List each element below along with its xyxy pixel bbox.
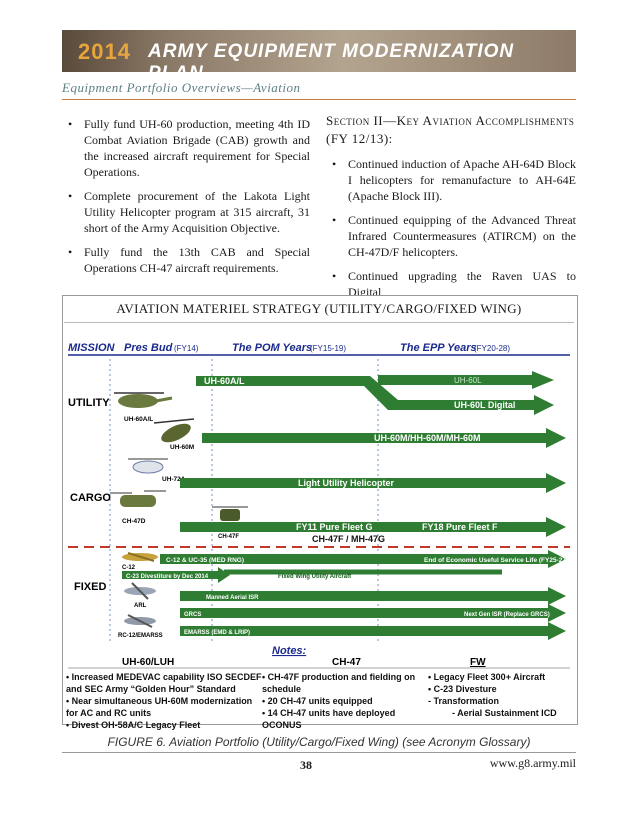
notes-col3-head: FW bbox=[470, 657, 486, 668]
c12-caption: C-12 bbox=[122, 565, 136, 571]
header-year: 2014 bbox=[78, 39, 131, 65]
arrow-uh60al-label: UH-60A/L bbox=[204, 376, 245, 386]
strategy-diagram: MISSION Pres Bud (FY14) The POM Years (F… bbox=[62, 295, 576, 723]
aircraft-arl-icon bbox=[124, 583, 156, 599]
arrow-grcs-label: GRCS bbox=[184, 612, 201, 618]
aircraft-c12-icon bbox=[122, 553, 158, 561]
notes-col1: • Increased MEDEVAC capability ISO SECDE… bbox=[66, 671, 262, 731]
arrow-uh60l-label: UH-60L bbox=[454, 376, 482, 385]
arrow-misr-label: Manned Aerial ISR bbox=[206, 595, 259, 601]
list-item: •Fully fund the 13th CAB and Special Ope… bbox=[62, 244, 310, 276]
page-number: 38 bbox=[300, 758, 312, 773]
list-item: •Continued induction of Apache AH-64D Bl… bbox=[326, 156, 576, 204]
arrow-nextgen-label: Next Gen ISR (Replace GRCS) bbox=[464, 612, 550, 618]
epp-label: The EPP Years bbox=[400, 342, 477, 354]
helicopter-ch47d-icon bbox=[110, 491, 166, 507]
epp-fy: (FY20-28) bbox=[474, 344, 510, 353]
notes-col2: • CH-47F production and fielding on sche… bbox=[262, 671, 415, 731]
pres-bud-fy: (FY14) bbox=[174, 344, 199, 353]
list-item: •Complete procurement of the Lakota Ligh… bbox=[62, 188, 310, 236]
arrow-c23-label: C-23 Divestiture by Dec 2014 bbox=[126, 574, 209, 580]
ch47f-caption: CH-47F bbox=[218, 534, 239, 540]
ch47d-caption: CH-47D bbox=[122, 518, 146, 525]
row-utility: UTILITY bbox=[68, 397, 110, 409]
figure-caption: FIGURE 6. Aviation Portfolio (Utility/Ca… bbox=[62, 735, 576, 749]
aircraft-rc12-icon bbox=[124, 615, 156, 627]
list-item: •Continued equipping of the Advanced Thr… bbox=[326, 212, 576, 260]
arrow-ch47fg-label: CH-47F / MH-47G bbox=[312, 534, 385, 544]
arrow-fy18-label: FY18 Pure Fleet F bbox=[422, 522, 498, 532]
arrow-luh-label: Light Utility Helicopter bbox=[298, 478, 395, 488]
notes-label: Notes: bbox=[272, 645, 307, 657]
pres-bud-label: Pres Bud bbox=[124, 342, 173, 354]
header-title: ARMY EQUIPMENT MODERNIZATION PLAN bbox=[148, 41, 576, 72]
pom-label: The POM Years bbox=[232, 342, 312, 354]
mission-label: MISSION bbox=[68, 342, 116, 354]
notes-col1-head: UH-60/LUH bbox=[122, 657, 174, 668]
helicopter-uh72a-icon bbox=[128, 459, 168, 473]
rc12-caption: RC-12/EMARSS bbox=[118, 633, 163, 639]
header-rule bbox=[62, 99, 576, 100]
row-fixed: FIXED bbox=[74, 581, 106, 593]
row-cargo: CARGO bbox=[70, 492, 111, 504]
helicopter-uh60m-icon bbox=[154, 419, 194, 446]
pom-fy: (FY15-19) bbox=[310, 344, 346, 353]
list-item: •Fully fund UH-60 production, meeting 4t… bbox=[62, 116, 310, 180]
left-column: •Fully fund UH-60 production, meeting 4t… bbox=[62, 116, 310, 284]
notes-col3: • Legacy Fleet 300+ Aircraft • C-23 Dive… bbox=[428, 671, 557, 719]
arrow-uh60l-digital-label: UH-60L Digital bbox=[454, 400, 515, 410]
section-subtitle: Equipment Portfolio Overviews—Aviation bbox=[62, 80, 301, 96]
arrow-fwua-label: Fixed Wing Utility Aircraft bbox=[278, 574, 351, 580]
arrow-emarss-label: EMARSS (EMD & LRIP) bbox=[184, 630, 250, 636]
footer-link[interactable]: www.g8.army.mil bbox=[490, 756, 576, 771]
arrow-eul-label: End of Economic Useful Service Life (FY2… bbox=[424, 557, 568, 564]
uh60m-caption: UH-60M bbox=[170, 444, 194, 451]
helicopter-uh60al-icon bbox=[114, 393, 172, 408]
arrow-c12-label: C-12 & UC-35 (MED RNG) bbox=[166, 557, 244, 564]
arrow-fy11-label: FY11 Pure Fleet G bbox=[296, 522, 373, 532]
section-heading: Section II—Key Aviation Accomplishments … bbox=[326, 112, 576, 148]
notes-col2-head: CH-47 bbox=[332, 657, 361, 668]
uh60al-caption: UH-60A/L bbox=[124, 416, 153, 423]
header-banner: 2014 ARMY EQUIPMENT MODERNIZATION PLAN bbox=[62, 30, 576, 72]
right-column: Section II—Key Aviation Accomplishments … bbox=[326, 112, 576, 308]
arl-caption: ARL bbox=[134, 603, 147, 609]
helicopter-ch47f-icon bbox=[212, 507, 248, 521]
footer-rule bbox=[62, 752, 576, 753]
arrow-uh60m-label: UH-60M/HH-60M/MH-60M bbox=[374, 433, 481, 443]
